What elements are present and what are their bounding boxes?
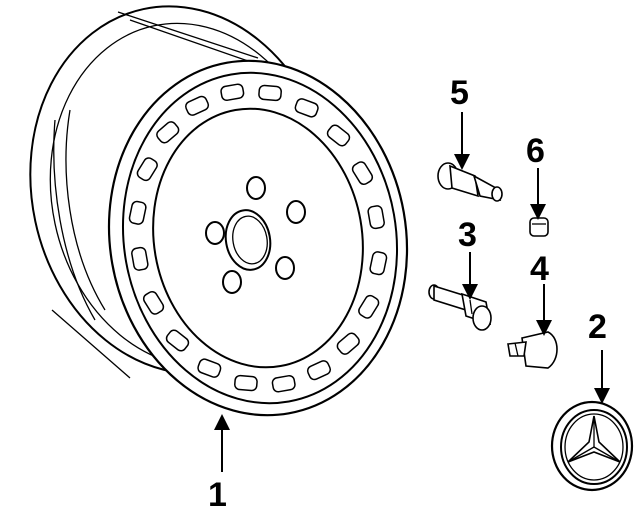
wheel-drawing <box>29 5 409 417</box>
wheel-slot <box>185 95 210 116</box>
wheel-slot <box>258 84 282 102</box>
callout-4: 4 <box>530 250 549 288</box>
callout-5: 5 <box>450 74 469 112</box>
wheel-slot <box>294 98 319 118</box>
wheel-slot <box>220 83 245 102</box>
wheel-slot <box>234 374 258 392</box>
wheel-slot <box>369 251 388 276</box>
center-cap-drawing <box>550 400 634 492</box>
wheel-slot <box>358 294 380 319</box>
wheel-slot <box>271 374 296 393</box>
wheel-slot <box>326 124 351 147</box>
wheel-slots <box>128 83 388 393</box>
wheel-slot <box>128 200 147 225</box>
wheel-slot <box>136 157 158 182</box>
balance-weight-drawing <box>507 331 558 369</box>
callout-3: 3 <box>458 216 477 254</box>
wheel-slot <box>197 358 222 378</box>
valve-stem-drawing <box>437 162 503 202</box>
wheel-slot <box>131 246 149 271</box>
wheel-slot <box>142 290 165 315</box>
callout-2: 2 <box>588 308 607 346</box>
wheel-slot <box>306 360 331 381</box>
lug-bolt-drawing <box>428 284 492 331</box>
valve-cap-drawing <box>529 217 549 237</box>
callout-1: 1 <box>208 476 227 514</box>
wheel-slot <box>351 161 374 186</box>
callout-6: 6 <box>526 132 545 170</box>
wheel-slot <box>336 332 360 355</box>
wheel-slot <box>367 205 385 230</box>
wheel-slot <box>165 329 190 352</box>
wheel-slot <box>156 121 180 144</box>
